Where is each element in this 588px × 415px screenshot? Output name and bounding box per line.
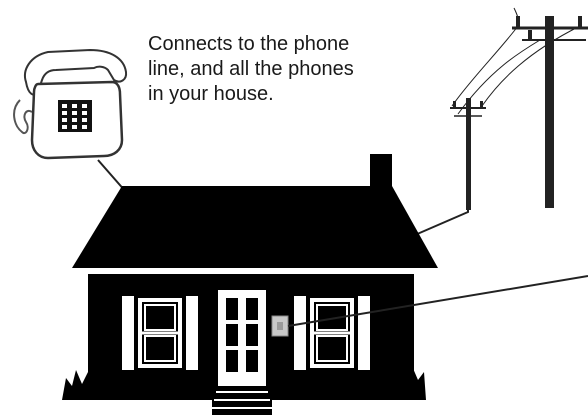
telephone-icon: [14, 50, 126, 158]
house-icon: [62, 154, 438, 415]
phone-jack-icon: [272, 316, 288, 336]
utility-pole-icon: [450, 8, 588, 210]
